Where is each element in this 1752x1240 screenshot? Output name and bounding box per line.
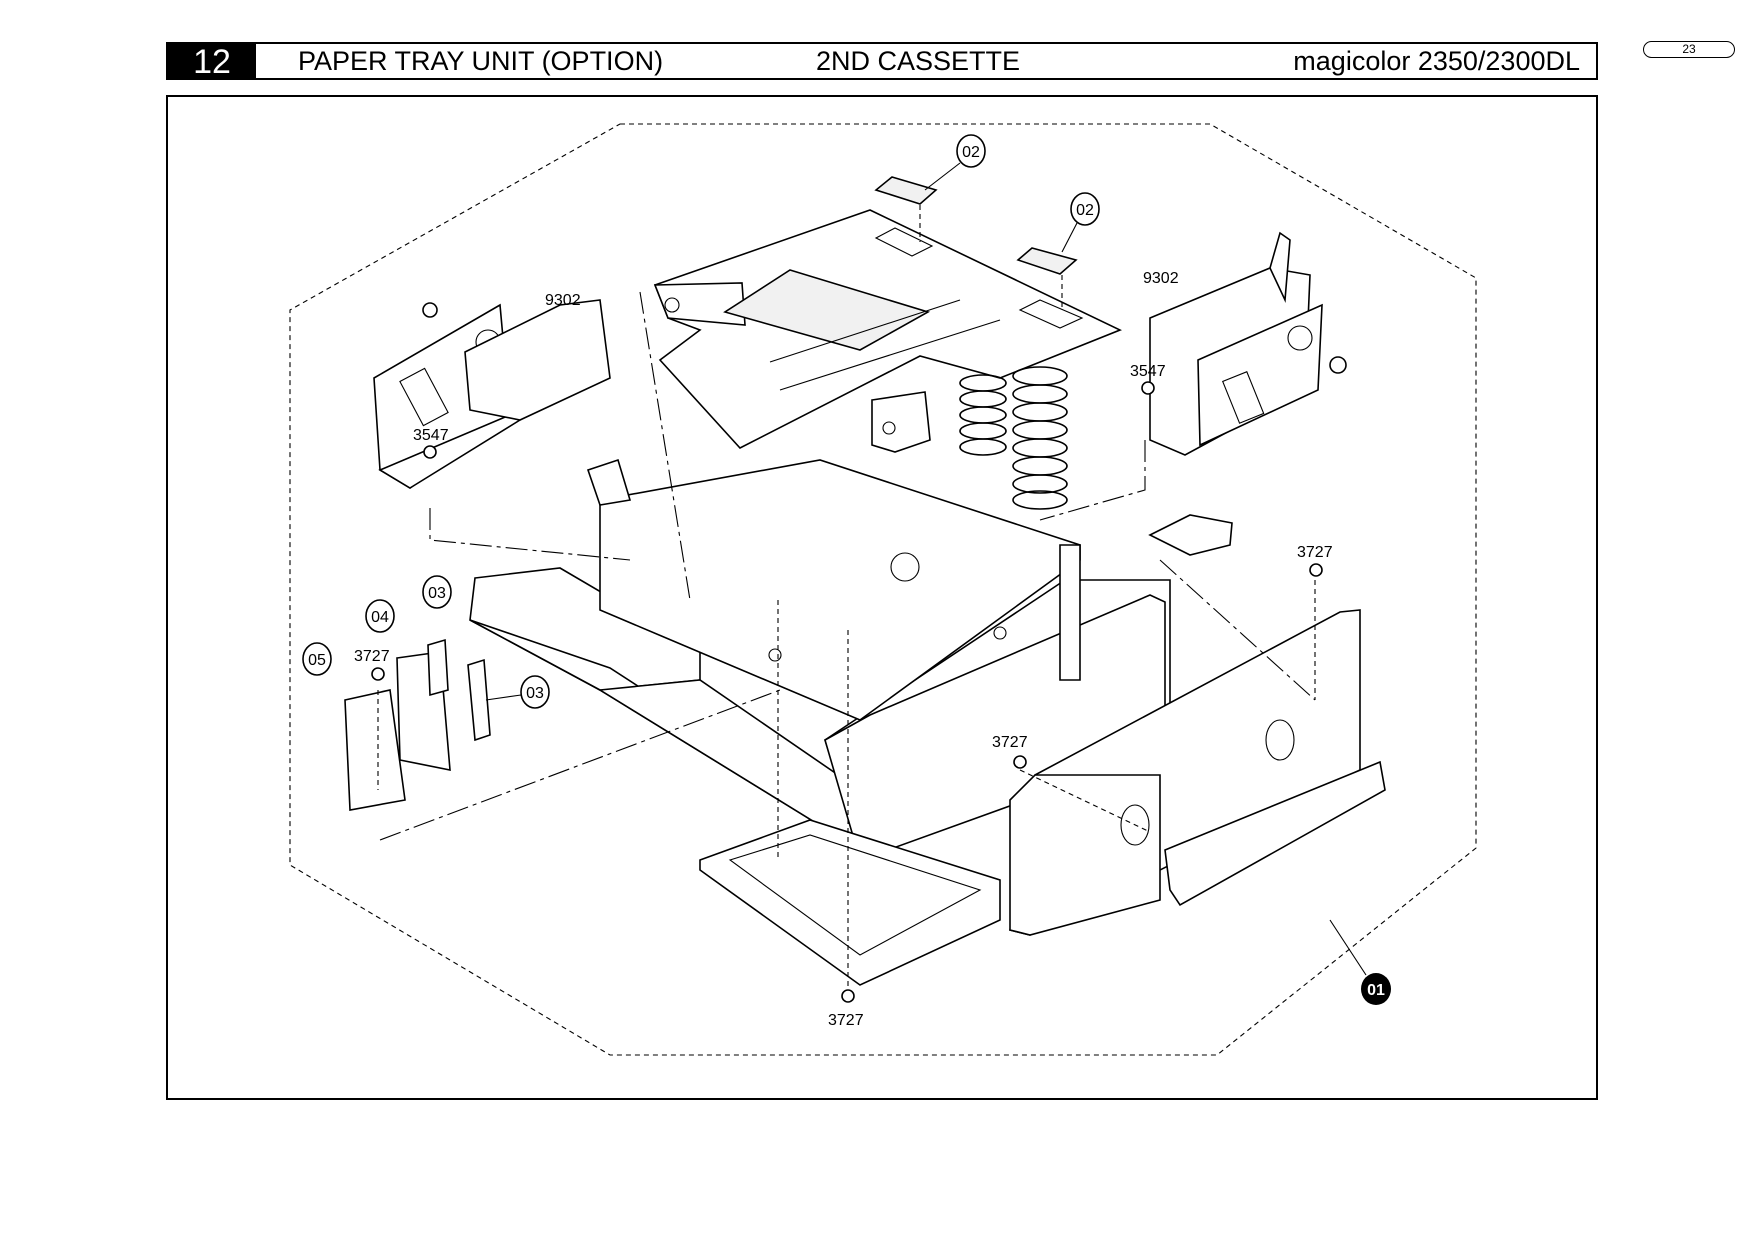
label-9302-left: 9302 (545, 292, 581, 309)
section-number: 12 (168, 44, 256, 80)
tray-body (469, 459, 1171, 862)
callout-05: 05 (302, 642, 332, 676)
front-cover (1009, 609, 1361, 936)
label-9302-right: 9302 (1143, 270, 1179, 287)
label-3727-middle: 3727 (992, 734, 1028, 751)
front-handle (1164, 760, 1386, 907)
spring-right (1012, 366, 1068, 510)
svg-text:03: 03 (428, 585, 446, 602)
spring-left (959, 374, 1007, 456)
callout-02-top: 02 (924, 134, 986, 191)
section-subtitle: 2ND CASSETTE (816, 46, 1021, 76)
page-header: 12 PAPER TRAY UNIT (OPTION) 2ND CASSETTE… (166, 42, 1598, 80)
page-number: 23 (1643, 41, 1735, 58)
callout-01: 01 (1329, 919, 1391, 1005)
top-plate (653, 209, 1122, 453)
part-03b (467, 658, 491, 742)
pad-top-left (874, 176, 938, 205)
callout-03-top: 03 (422, 575, 452, 609)
right-bracket (1149, 231, 1347, 456)
svg-text:02: 02 (1076, 202, 1094, 219)
label-3727-left: 3727 (354, 648, 390, 665)
callout-03-bottom: 03 (485, 675, 550, 709)
svg-text:02: 02 (962, 144, 980, 161)
pad-top-right (1016, 247, 1078, 275)
callout-04: 04 (365, 599, 395, 633)
left-bracket (373, 299, 611, 489)
section-title: PAPER TRAY UNIT (OPTION) (298, 46, 664, 76)
label-3547-left: 3547 (413, 427, 449, 444)
svg-text:04: 04 (371, 609, 389, 626)
screw-icon (371, 381, 1323, 1003)
part-03a (427, 638, 449, 697)
svg-text:03: 03 (526, 685, 544, 702)
left-latch (586, 458, 632, 506)
svg-text:01: 01 (1367, 982, 1385, 999)
bottom-plate (699, 819, 1001, 986)
label-3727-bottom: 3727 (828, 1012, 864, 1029)
model-name: magicolor 2350/2300DL (1293, 46, 1580, 76)
right-latch (1148, 514, 1233, 556)
svg-text:05: 05 (308, 652, 326, 669)
label-3547-right: 3547 (1130, 363, 1166, 380)
diagram-frame (166, 95, 1598, 1100)
part-05 (344, 689, 406, 811)
callout-02-right: 02 (1061, 192, 1100, 253)
label-3727-right: 3727 (1297, 544, 1333, 561)
